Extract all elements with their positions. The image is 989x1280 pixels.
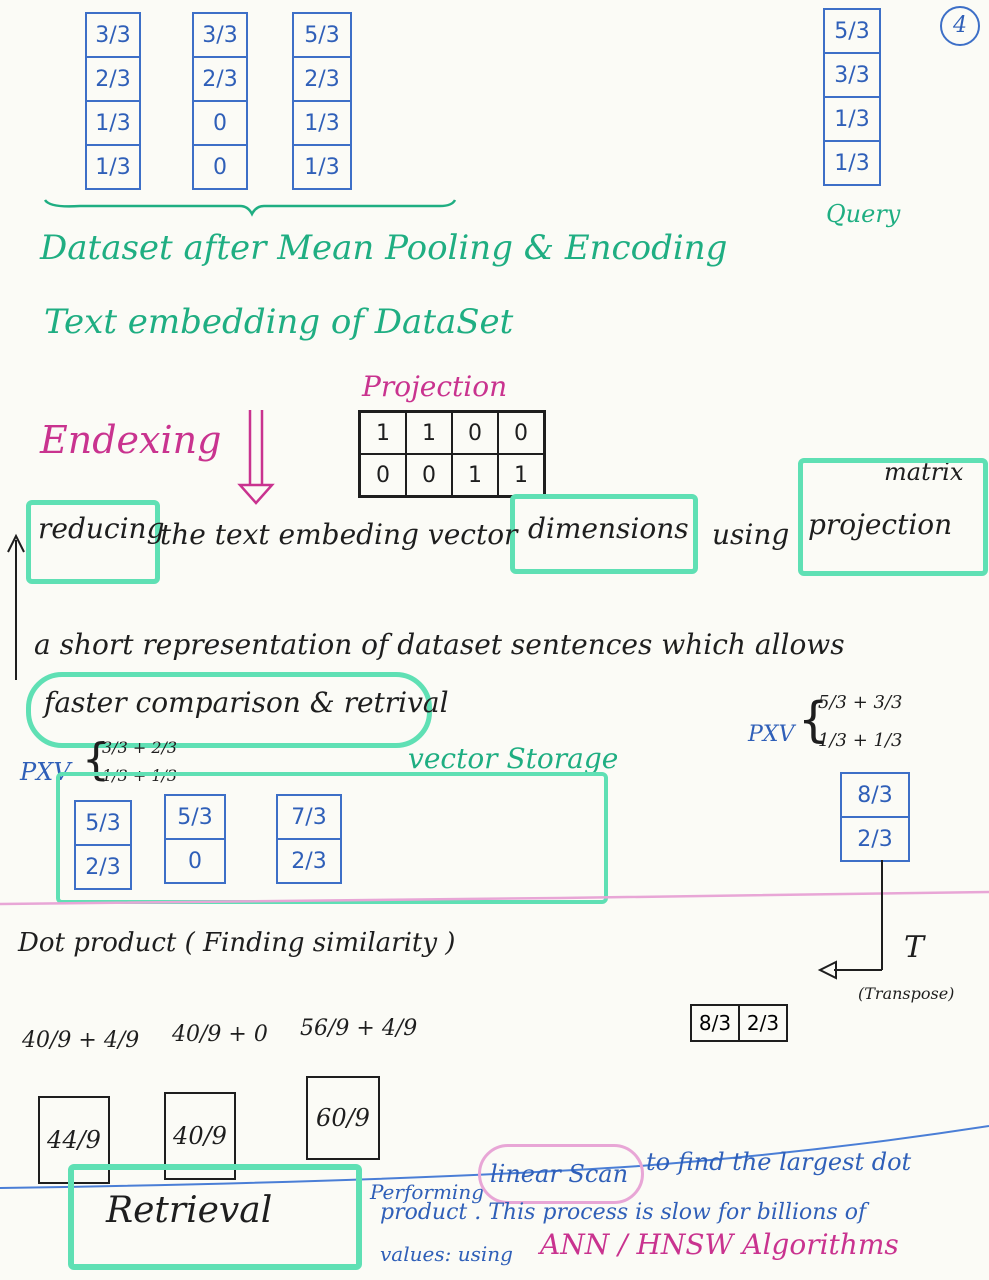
vector-cell: 3/3 (194, 14, 246, 58)
dot-product-title: Dot product ( Finding similarity ) (18, 928, 456, 958)
vector-cell: 1/3 (87, 102, 139, 146)
pxv-right-bottom: 1/3 + 1/3 (818, 730, 903, 751)
dot-expr-3: 56/9 + 4/9 (300, 1016, 418, 1041)
transpose-word: (Transpose) (858, 984, 955, 1003)
faster-text: faster comparison & retrival (44, 686, 449, 719)
matrix-cell: 1 (452, 454, 498, 496)
transpose-arrow-icon (817, 860, 883, 980)
transpose-T: T (904, 930, 925, 965)
vector-cell: 8/3 (842, 774, 908, 818)
dot-result-1: 44/9 (38, 1096, 110, 1184)
matrix-cell: 1 (360, 412, 406, 454)
faster-cloud (26, 672, 432, 748)
vector-cell: 0 (213, 154, 227, 180)
pxv-left-top: 3/3 + 2/3 (102, 738, 178, 757)
pxv-right-label: PXV (748, 722, 795, 747)
pxv-right-top: 5/3 + 3/3 (818, 692, 903, 713)
pink-divider (0, 890, 989, 906)
vector-cell: 2/3 (291, 848, 327, 874)
dataset-brace (43, 199, 457, 217)
vector-cell: 5/3 (76, 802, 130, 846)
vector-cell: 5/3 (166, 796, 224, 840)
query-vector: 5/3 3/3 1/3 1/3 (823, 8, 881, 186)
matrix-cell: 1 (406, 412, 452, 454)
blue-divider (0, 1125, 989, 1189)
stored-vector-1: 5/3 2/3 (74, 800, 132, 890)
dot-expr-1: 40/9 + 4/9 (22, 1028, 140, 1053)
dot-expr-2: 40/9 + 0 (172, 1022, 268, 1047)
dataset-caption: Dataset after Mean Pooling & Encoding (40, 228, 728, 268)
vector-cell: 2/3 (294, 58, 350, 102)
vector-cell: 2/3 (87, 58, 139, 102)
vector-storage-box (56, 772, 608, 904)
retrieval-box (68, 1164, 362, 1270)
dataset-vector-3: 5/3 2/3 1/3 1/3 (292, 12, 352, 190)
note-line3-b: ANN / HNSW Algorithms (540, 1228, 899, 1261)
indexing-title: Endexing (40, 418, 222, 462)
vector-cell: 3/3 (87, 14, 139, 58)
note-line1-a: Performing (370, 1180, 485, 1204)
dot-result-2: 40/9 (164, 1092, 236, 1180)
vector-cell: 5/3 (825, 10, 879, 54)
query-transposed-vector: 8/3 2/3 (690, 1004, 788, 1042)
stored-vector-2: 5/3 0 (164, 794, 226, 884)
vector-cell: 1/3 (304, 154, 340, 180)
up-arrow-icon (7, 533, 25, 680)
vector-cell: 2/3 (746, 1011, 780, 1035)
vector-cell: 8/3 (692, 1006, 740, 1040)
vector-cell: 3/3 (825, 54, 879, 98)
vector-cell: 7/3 (278, 796, 340, 840)
note-line3-a: values: using (380, 1242, 513, 1266)
highlight-reducing (26, 500, 160, 584)
dimensions-word: dimensions (528, 512, 689, 545)
linear-scan-cloud (478, 1144, 644, 1204)
query-projected-vector: 8/3 2/3 (840, 772, 910, 862)
dataset-vector-1: 3/3 2/3 1/3 1/3 (85, 12, 141, 190)
vector-storage-label: vector Storage (408, 742, 619, 775)
matrix-cell: 0 (406, 454, 452, 496)
note-line1-b: linear Scan (490, 1160, 629, 1188)
page-number: 4 (940, 6, 980, 46)
retrieval-label: Retrieval (106, 1190, 273, 1231)
vector-cell: 1/3 (294, 102, 350, 146)
projection-title: Projection (362, 370, 508, 403)
vector-cell: 0 (194, 102, 246, 146)
note-line1-c: to find the largest dot (646, 1148, 912, 1176)
vector-cell: 2/3 (194, 58, 246, 102)
vector-cell: 1/3 (834, 150, 870, 176)
matrix-cell: 0 (498, 412, 544, 454)
matrix-cell: 0 (360, 454, 406, 496)
pxv-right-brace: { (798, 692, 829, 748)
vector-cell: 5/3 (294, 14, 350, 58)
projection-word: projection (808, 508, 953, 541)
text-embedding-caption: Text embedding of DataSet (44, 302, 514, 342)
short-rep-text: a short representation of dataset senten… (34, 628, 845, 661)
down-arrow-icon (237, 410, 275, 505)
query-label: Query (826, 200, 901, 228)
highlight-dimensions (510, 494, 698, 574)
vector-cell: 1/3 (95, 154, 131, 180)
vector-cell: 1/3 (825, 98, 879, 142)
using-word: using (712, 518, 790, 551)
stored-vector-3: 7/3 2/3 (276, 794, 342, 884)
vector-cell: 0 (188, 848, 202, 874)
vector-cell: 2/3 (857, 826, 893, 852)
projection-matrix: 1 1 0 0 0 0 1 1 (358, 410, 546, 498)
note-line2: product . This process is slow for billi… (380, 1200, 867, 1225)
dataset-vector-2: 3/3 2/3 0 0 (192, 12, 248, 190)
dot-result-3: 60/9 (306, 1076, 380, 1160)
reducing-word: reducing (38, 512, 165, 545)
matrix-cell: 1 (498, 454, 544, 496)
highlight-projection (798, 458, 988, 576)
reducing-mid: the text embeding vector (160, 518, 518, 551)
vector-cell: 2/3 (85, 854, 121, 880)
matrix-cell: 0 (452, 412, 498, 454)
